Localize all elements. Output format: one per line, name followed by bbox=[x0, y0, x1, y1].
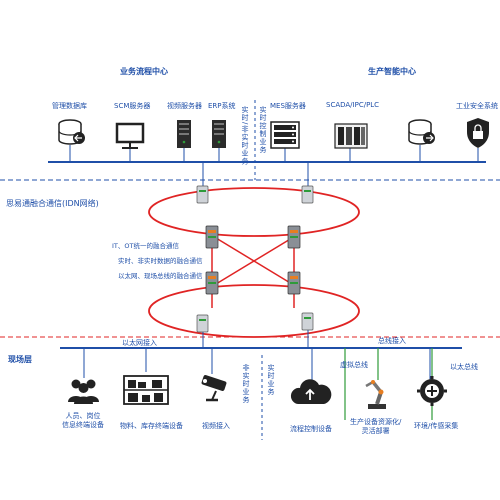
scada-label: SCADA/IPC/PLC bbox=[326, 101, 380, 109]
security-system-label: 工业安全系统 bbox=[456, 102, 498, 110]
switch-top-right bbox=[301, 185, 314, 204]
camera-access-label: 视频接入 bbox=[202, 422, 230, 430]
db-label: 管理数据库 bbox=[52, 102, 87, 110]
database-icon bbox=[58, 119, 85, 145]
plc-rack-icon bbox=[334, 123, 368, 149]
lock-shield-icon bbox=[467, 118, 489, 148]
ring-note-3: 以太网、现场总线的融合通信 bbox=[118, 272, 203, 280]
sensor-device-label: 环境/传感采集 bbox=[414, 422, 459, 430]
bus-access-label: 总线接入 bbox=[378, 337, 406, 345]
production-center-title: 生产智能中心 bbox=[368, 67, 416, 76]
ring-switches bbox=[196, 185, 314, 333]
field-layer-label: 现场层 bbox=[8, 355, 32, 364]
server-icon-video bbox=[177, 120, 191, 148]
monitor-icon bbox=[115, 122, 145, 149]
video-server-label: 视频服务器 bbox=[167, 102, 202, 110]
business-center-title: 业务流程中心 bbox=[120, 67, 168, 76]
scm-label: SCM服务器 bbox=[114, 102, 151, 110]
database-icon-2 bbox=[408, 119, 435, 145]
people-icon bbox=[68, 379, 99, 404]
vertical-label-bottom-a: 非实时业务 bbox=[242, 364, 250, 404]
cross-link-2 bbox=[215, 237, 293, 285]
switch-top-left bbox=[196, 185, 209, 204]
virtual-bus-label: 虚拟总线 bbox=[340, 361, 368, 369]
switch-bottom-left bbox=[196, 314, 209, 333]
people-device-label: 人员、岗位 信息终端设备 bbox=[62, 412, 104, 429]
idn-network-label: 思易通融合通信(IDN网络) bbox=[6, 199, 99, 208]
robot-device-label: 生产设备资源化/ 灵活部署 bbox=[350, 418, 402, 435]
switch-mid-left-upper bbox=[205, 225, 219, 249]
warehouse-shelf-icon bbox=[123, 375, 169, 405]
switch-bottom-right bbox=[301, 312, 314, 331]
cloud-icon bbox=[290, 379, 332, 404]
rack-server-icon bbox=[270, 121, 300, 149]
ethernet-bus-label: 以太总线 bbox=[450, 363, 478, 371]
vertical-label-top-a: 实时/非实时业务 bbox=[241, 106, 249, 166]
lower-ring bbox=[148, 284, 360, 338]
ring-note-2: 实时、非实时数据的融合通信 bbox=[118, 257, 203, 265]
ethernet-access-label: 以太网接入 bbox=[122, 339, 157, 347]
server-icon-erp bbox=[212, 120, 226, 148]
switch-mid-right-lower bbox=[287, 271, 301, 295]
switch-mid-right-upper bbox=[287, 225, 301, 249]
ring-note-1: IT、OT统一的融合通信 bbox=[112, 242, 179, 250]
switch-mid-left-lower bbox=[205, 271, 219, 295]
erp-label: ERP系统 bbox=[208, 102, 236, 110]
robot-arm-icon bbox=[365, 380, 386, 409]
security-camera-icon bbox=[201, 375, 227, 402]
material-device-label: 物料、库存终端设备 bbox=[120, 422, 183, 430]
vertical-label-top-b: 实时控制业务 bbox=[259, 106, 267, 154]
process-control-label: 流程控制设备 bbox=[290, 425, 332, 433]
sensor-gear-icon bbox=[417, 376, 447, 406]
mes-label: MES服务器 bbox=[270, 102, 306, 110]
vertical-label-bottom-b: 实时业务 bbox=[267, 364, 275, 396]
upper-ring bbox=[148, 187, 360, 237]
